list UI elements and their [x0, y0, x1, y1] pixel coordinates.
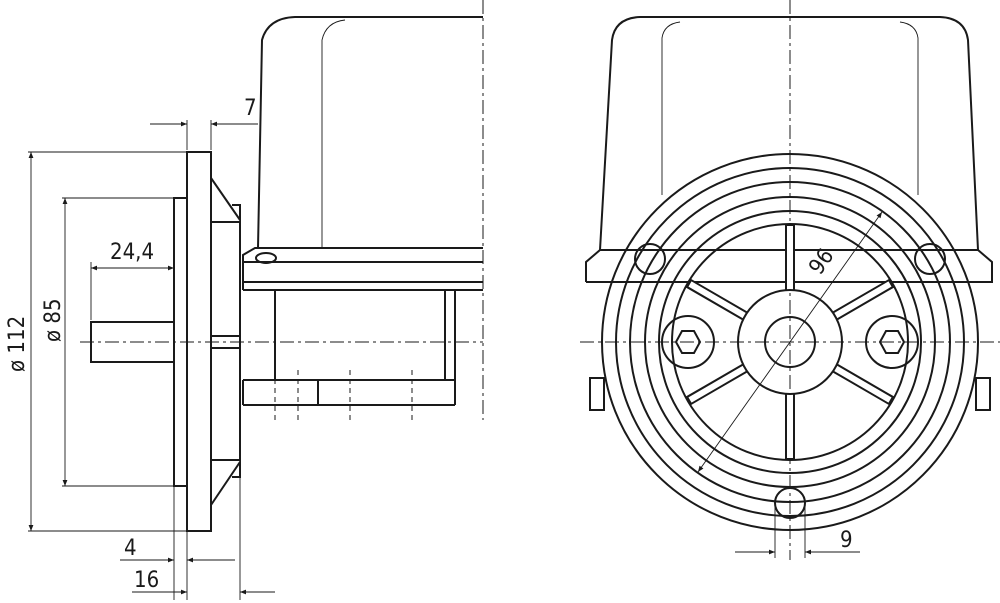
side-view: 7 24,4 ø 112 ø 85 4 16 [5, 0, 484, 600]
dim-spigot-diameter: ø 85 [41, 298, 66, 342]
mounting-hole [634, 243, 666, 275]
dim-flange-diameter: ø 112 [5, 316, 30, 372]
flange-outline [601, 153, 979, 531]
dim-overall-depth: 16 [134, 568, 159, 593]
dim-flange-thickness: 7 [244, 96, 257, 121]
key [210, 335, 241, 349]
dim-hole-size: 9 [840, 528, 853, 553]
housing-cover [257, 16, 483, 249]
dim-shaft-length: 24,4 [110, 240, 154, 265]
front-view: 96 9 [580, 0, 1000, 560]
housing-cover [599, 16, 979, 251]
hex-bolt [878, 330, 906, 354]
dim-spigot-depth: 4 [124, 536, 137, 561]
housing-base [242, 247, 483, 291]
housing-base [585, 249, 993, 283]
cover-edge [321, 19, 346, 248]
mounting-hole [914, 243, 946, 275]
spigot-disk [658, 210, 922, 474]
screw-head [255, 252, 277, 264]
housing-body [242, 290, 456, 406]
